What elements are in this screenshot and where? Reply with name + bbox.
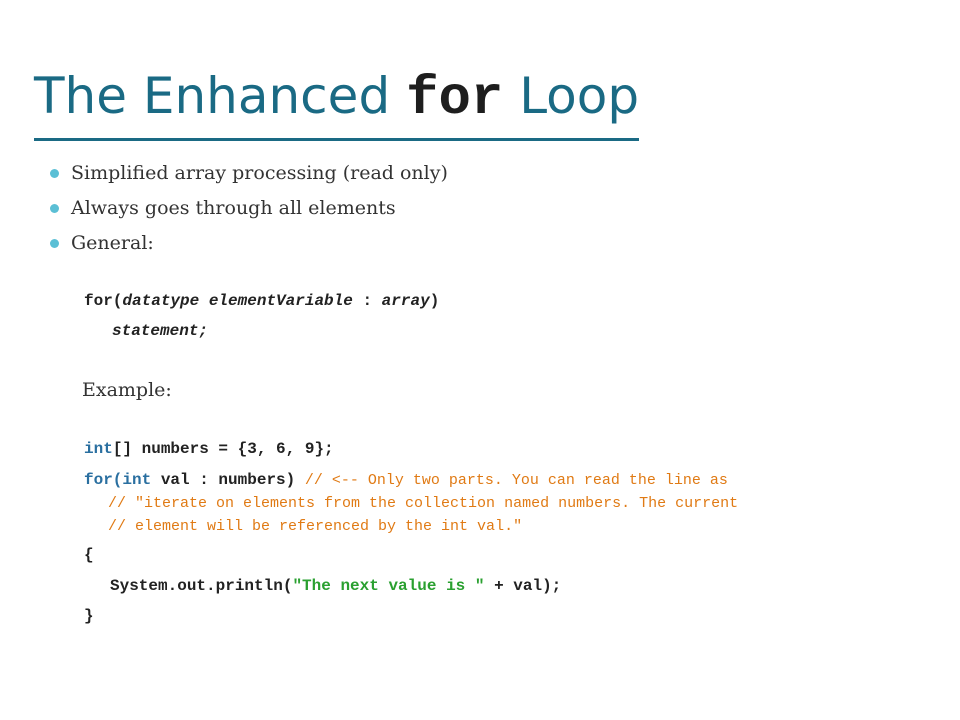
code-text: [] numbers = {3, 6, 9}; xyxy=(112,440,334,458)
syntax-line-1: for(datatype elementVariable : array) xyxy=(84,292,439,310)
code-keyword-int: int xyxy=(84,440,113,458)
code-comment: // "iterate on elements from the collect… xyxy=(108,495,739,512)
slide-title: The Enhanced for Loop xyxy=(34,58,640,141)
syntax-element-variable: elementVariable xyxy=(208,292,353,310)
code-line-4: // element will be referenced by the int… xyxy=(108,517,522,535)
code-comment: // <-- Only two parts. You can read the … xyxy=(304,472,728,489)
code-keyword-for: for( xyxy=(84,471,123,489)
title-keyword: for xyxy=(406,69,504,130)
syntax-colon: : xyxy=(352,292,382,310)
code-close-brace: } xyxy=(84,607,94,625)
code-keyword-int: int xyxy=(122,471,152,489)
title-suffix: Loop xyxy=(503,67,640,125)
title-prefix: The Enhanced xyxy=(34,67,407,125)
syntax-space xyxy=(199,292,209,310)
bullet-text: Always goes through all elements xyxy=(71,197,396,219)
code-line-3: // "iterate on elements from the collect… xyxy=(108,494,738,512)
bullet-text: Simplified array processing (read only) xyxy=(71,162,448,184)
code-text: val : numbers) xyxy=(151,471,305,489)
syntax-for: for( xyxy=(84,292,123,310)
code-text: System.out.println( xyxy=(110,577,293,595)
code-string: "The next value is " xyxy=(292,577,485,595)
syntax-line-2: statement; xyxy=(112,322,208,340)
syntax-datatype: datatype xyxy=(122,292,200,310)
syntax-array: array xyxy=(381,292,430,310)
example-label: Example: xyxy=(82,379,172,401)
code-text: + val); xyxy=(484,577,562,595)
syntax-statement: statement; xyxy=(112,322,209,340)
bullet-dot-icon xyxy=(50,204,59,213)
bullet-item: Simplified array processing (read only) xyxy=(50,156,448,191)
bullet-list: Simplified array processing (read only) … xyxy=(50,156,448,261)
code-line-5: { xyxy=(84,546,94,564)
code-line-1: int[] numbers = {3, 6, 9}; xyxy=(84,440,334,458)
bullet-dot-icon xyxy=(50,169,59,178)
bullet-item: General: xyxy=(50,226,448,261)
syntax-close-paren: ) xyxy=(429,292,440,310)
code-line-6: System.out.println("The next value is " … xyxy=(110,577,561,595)
code-line-2: for(int val : numbers) // <-- Only two p… xyxy=(84,471,728,489)
code-open-brace: { xyxy=(84,546,94,564)
code-comment: // element will be referenced by the int… xyxy=(108,518,523,535)
code-line-7: } xyxy=(84,607,94,625)
bullet-text: General: xyxy=(71,232,154,254)
bullet-item: Always goes through all elements xyxy=(50,191,448,226)
bullet-dot-icon xyxy=(50,239,59,248)
